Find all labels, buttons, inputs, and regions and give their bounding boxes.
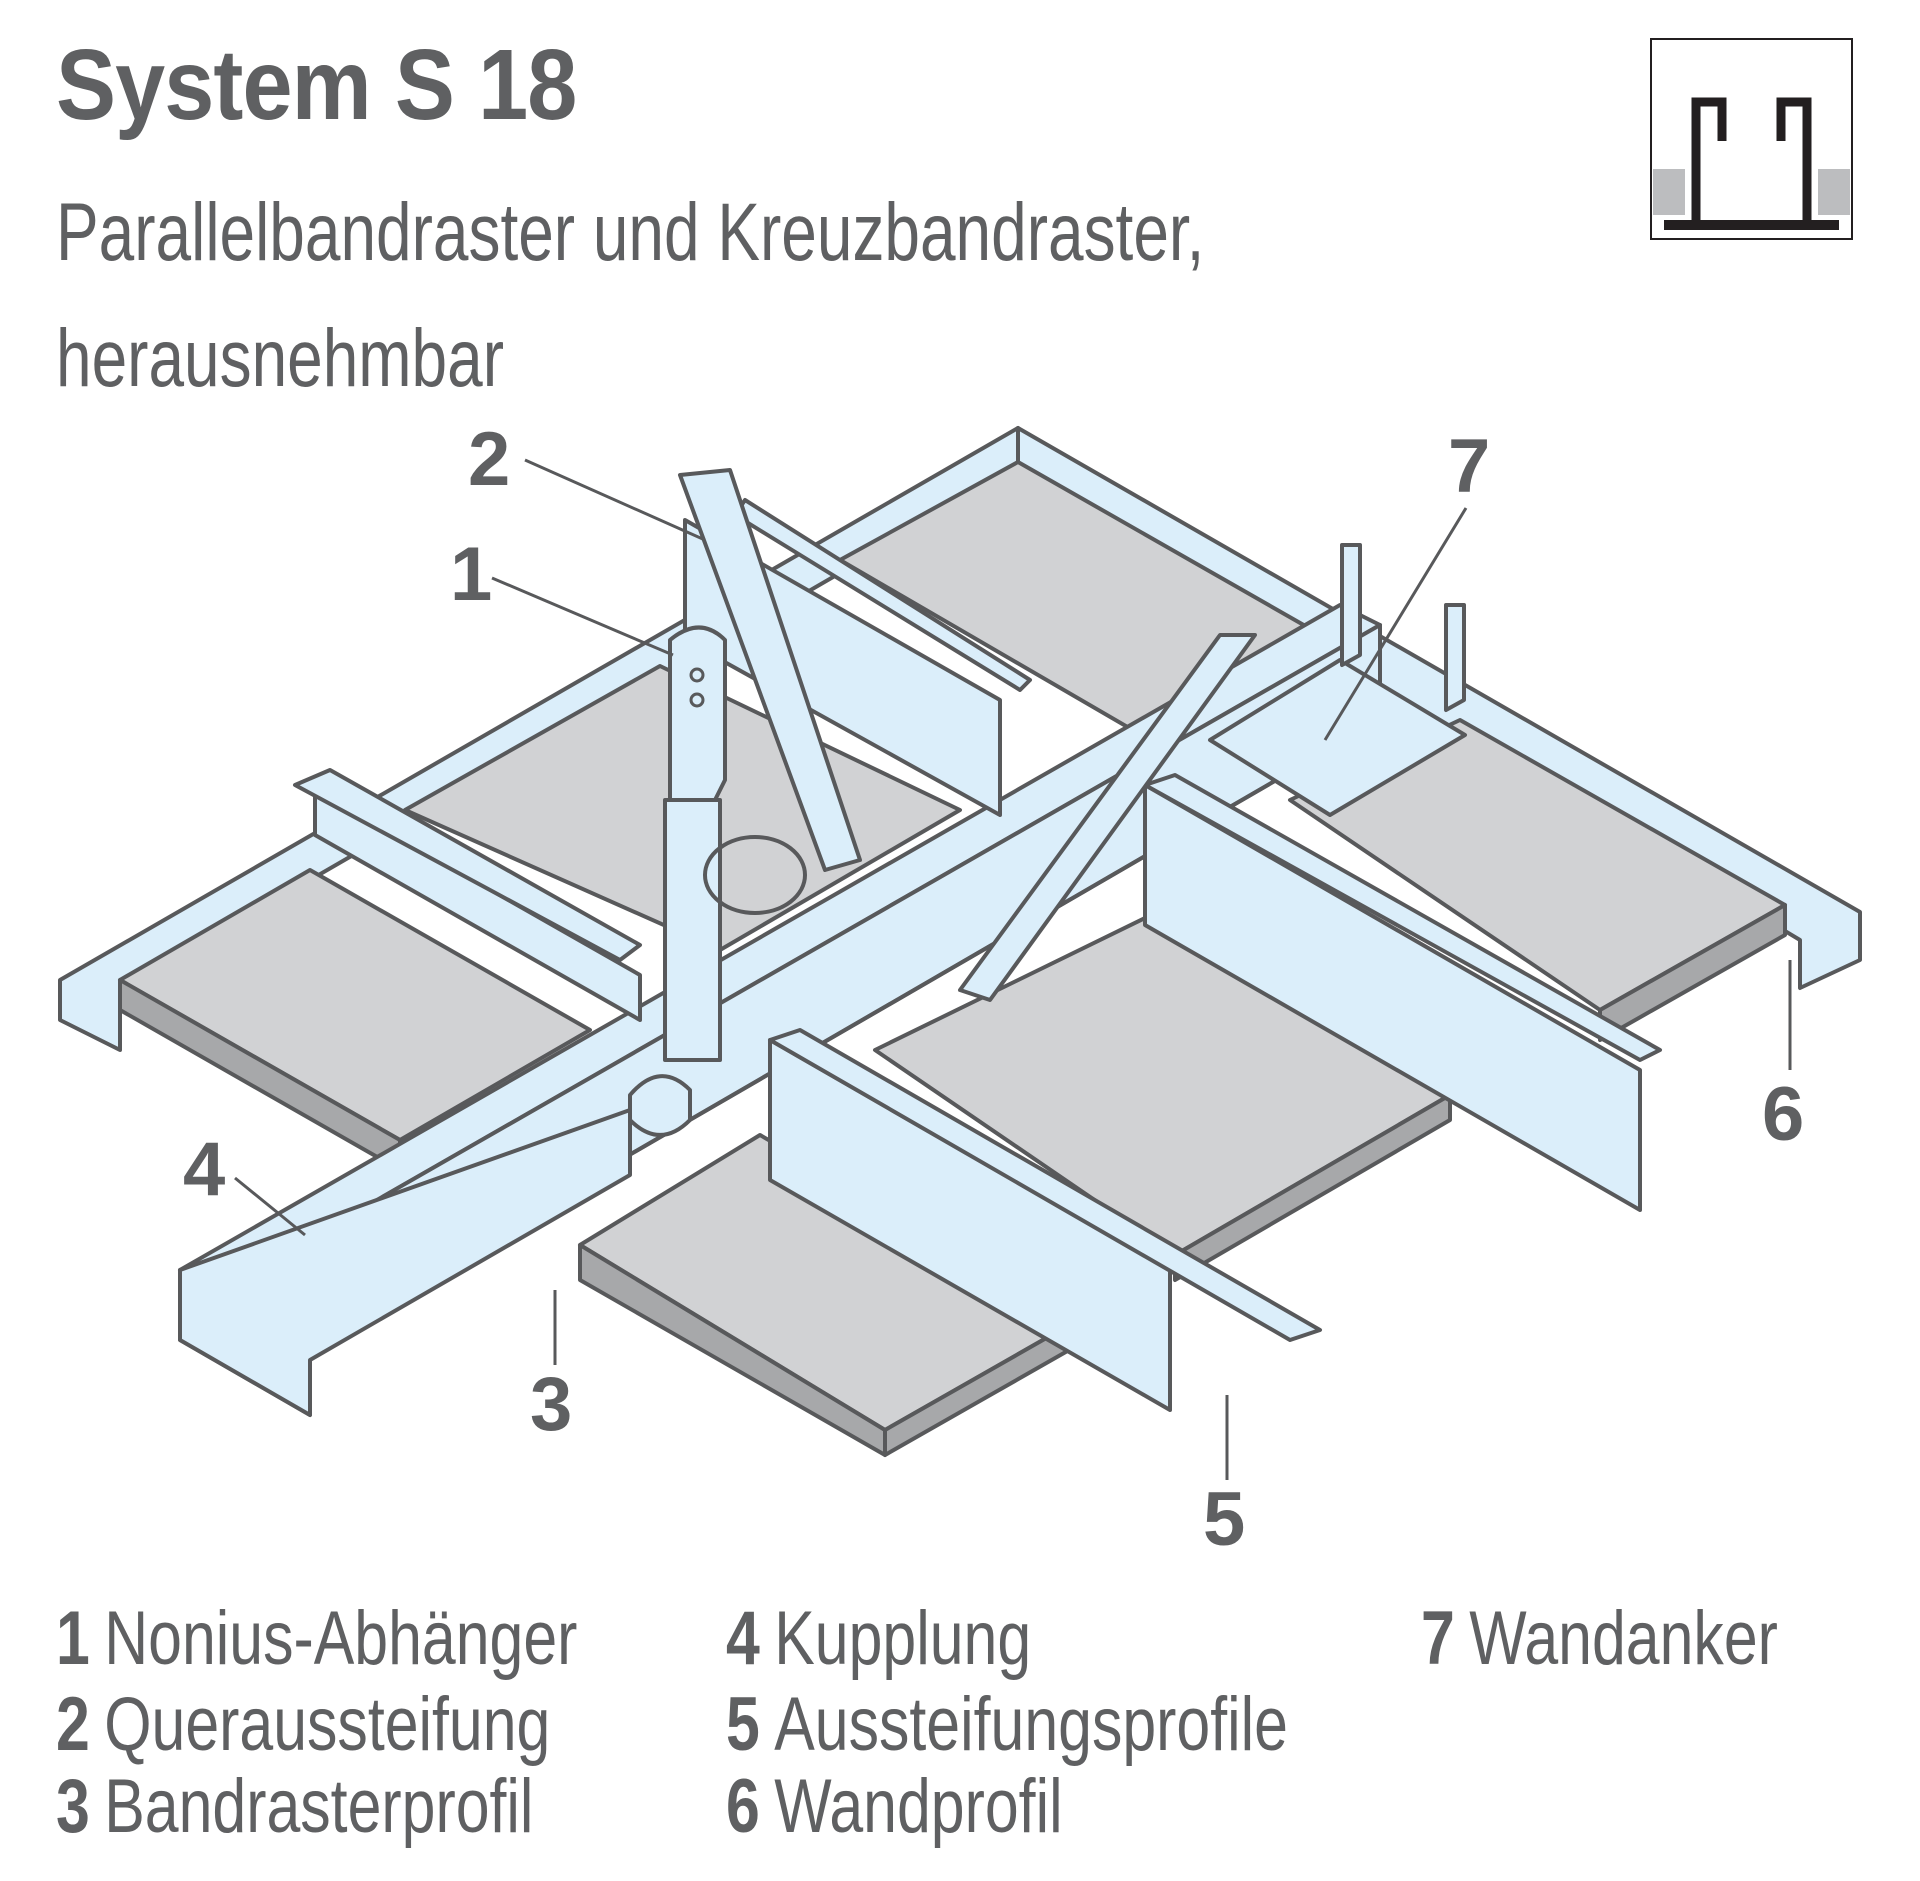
icon-profile-left-leg bbox=[1691, 97, 1727, 226]
callout-leader-7 bbox=[1323, 507, 1468, 741]
legend-num: 5 bbox=[726, 1682, 760, 1767]
nonius-hanger-lower bbox=[663, 798, 722, 1062]
callout-leader-4 bbox=[234, 1176, 306, 1237]
callout-leader-1 bbox=[491, 576, 674, 657]
legend-num: 7 bbox=[1421, 1596, 1455, 1681]
callout-3: 3 bbox=[530, 1362, 572, 1447]
icon-panel-right bbox=[1818, 169, 1850, 215]
subtitle-line-2: herausnehmbar bbox=[56, 313, 505, 404]
legend-label: Wandprofil bbox=[774, 1764, 1063, 1849]
wall-anchor-hanger-2 bbox=[1444, 603, 1466, 712]
stiffening-profile-right-flange bbox=[1143, 773, 1662, 1062]
callout-2: 2 bbox=[468, 417, 510, 502]
page-subtitle: Parallelbandraster und Kreuzbandraster, … bbox=[56, 170, 1204, 422]
cross-stiffening-strap-right bbox=[958, 633, 1257, 1002]
legend-num: 1 bbox=[56, 1596, 90, 1681]
coupling-slot bbox=[628, 1074, 692, 1137]
profile-cross-section-icon bbox=[1650, 38, 1853, 240]
callout-leader-2 bbox=[524, 458, 706, 542]
callout-5: 5 bbox=[1203, 1477, 1245, 1562]
icon-profile-base bbox=[1664, 220, 1839, 230]
legend-label: Wandanker bbox=[1469, 1596, 1778, 1681]
legend-label: Queraussteifung bbox=[104, 1682, 551, 1767]
stiffening-profile-right-web bbox=[1143, 783, 1642, 1212]
stiffening-profile-front-flange bbox=[768, 1028, 1322, 1342]
nonius-hanger-hole-1 bbox=[689, 667, 705, 683]
wall-anchor-bracket bbox=[1208, 658, 1467, 817]
icon-profile-right-leg bbox=[1776, 97, 1812, 226]
stiffening-profile-left-flange bbox=[293, 768, 642, 962]
nonius-hanger-clip-ring bbox=[703, 835, 807, 915]
legend-num: 3 bbox=[56, 1764, 90, 1849]
legend-label: Aussteifungsprofile bbox=[774, 1682, 1288, 1767]
subtitle-line-1: Parallelbandraster und Kreuzbandraster, bbox=[56, 187, 1205, 278]
page-title: System S 18 bbox=[56, 29, 577, 141]
callout-1: 1 bbox=[450, 532, 492, 617]
legend-num: 2 bbox=[56, 1682, 90, 1767]
nonius-hanger-hole-2 bbox=[689, 692, 705, 708]
callout-7: 7 bbox=[1448, 424, 1490, 509]
legend-label: Bandrasterprofil bbox=[104, 1764, 534, 1849]
icon-panel-left bbox=[1653, 169, 1685, 215]
callout-4: 4 bbox=[183, 1127, 225, 1212]
wall-anchor-hanger-1 bbox=[1340, 543, 1362, 667]
legend-num: 4 bbox=[726, 1596, 760, 1681]
callout-6: 6 bbox=[1762, 1072, 1804, 1157]
cross-stiffening-strap bbox=[678, 468, 862, 872]
legend-label: Nonius-Abhänger bbox=[104, 1596, 578, 1681]
legend-label: Kupplung bbox=[774, 1596, 1032, 1681]
legend-num: 6 bbox=[726, 1764, 760, 1849]
